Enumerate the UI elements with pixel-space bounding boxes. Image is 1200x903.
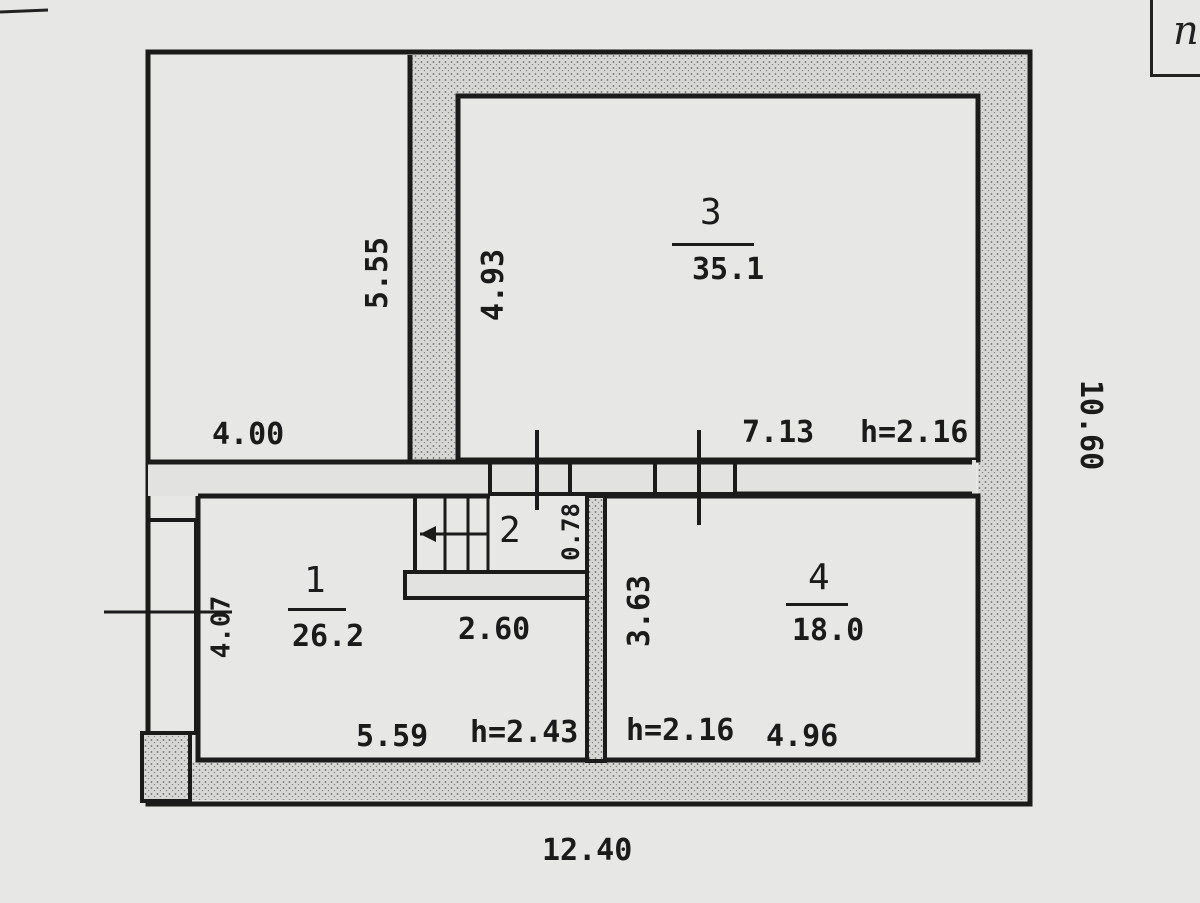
dim-room3-width: 7.13	[742, 415, 815, 450]
room-3-fraction-line	[672, 243, 754, 246]
room-2-number: 2	[499, 510, 521, 551]
dim-room4-width: 4.96	[766, 719, 839, 754]
dim-room3-height: 4.93	[476, 248, 512, 322]
dim-overall-width: 12.40	[542, 833, 633, 868]
corridor-wall	[148, 460, 976, 496]
dim-stair-height: 0.78	[556, 503, 585, 561]
room-4-area: 18.0	[792, 613, 865, 648]
stair-landing	[403, 570, 589, 600]
dim-left-top-height: 5.55	[360, 236, 396, 310]
title-box-letter: п	[1173, 8, 1199, 54]
room-4-outline	[605, 493, 981, 763]
dim-left-top-width: 4.00	[212, 417, 285, 452]
room-1-fraction-line	[288, 608, 346, 611]
room-4-number: 4	[808, 557, 830, 598]
room-1-area: 26.2	[292, 619, 365, 654]
corner-pillar	[140, 731, 192, 803]
stray-mark	[0, 8, 49, 14]
dim-stair-width: 2.60	[458, 612, 531, 647]
entrance-notch	[148, 518, 198, 735]
dim-room4-height: 3.63	[622, 574, 658, 648]
height-room4: h=2.16	[626, 713, 735, 748]
room-3-number: 3	[700, 192, 722, 233]
room-4-fraction-line	[786, 603, 848, 606]
dim-overall-height: 10.60	[1073, 379, 1109, 471]
stair-arrow-head	[420, 526, 436, 542]
room-3-area: 35.1	[692, 252, 765, 287]
height-upper: h=2.16	[860, 415, 969, 450]
height-room1: h=2.43	[470, 715, 579, 750]
partition-room4	[585, 494, 607, 763]
room-1-number: 1	[304, 560, 326, 601]
dim-room1-height: 4.07	[206, 595, 237, 659]
outer-wall	[145, 49, 1033, 807]
title-box-fragment: п	[1150, 0, 1200, 77]
dim-room1-width: 5.59	[356, 719, 429, 754]
